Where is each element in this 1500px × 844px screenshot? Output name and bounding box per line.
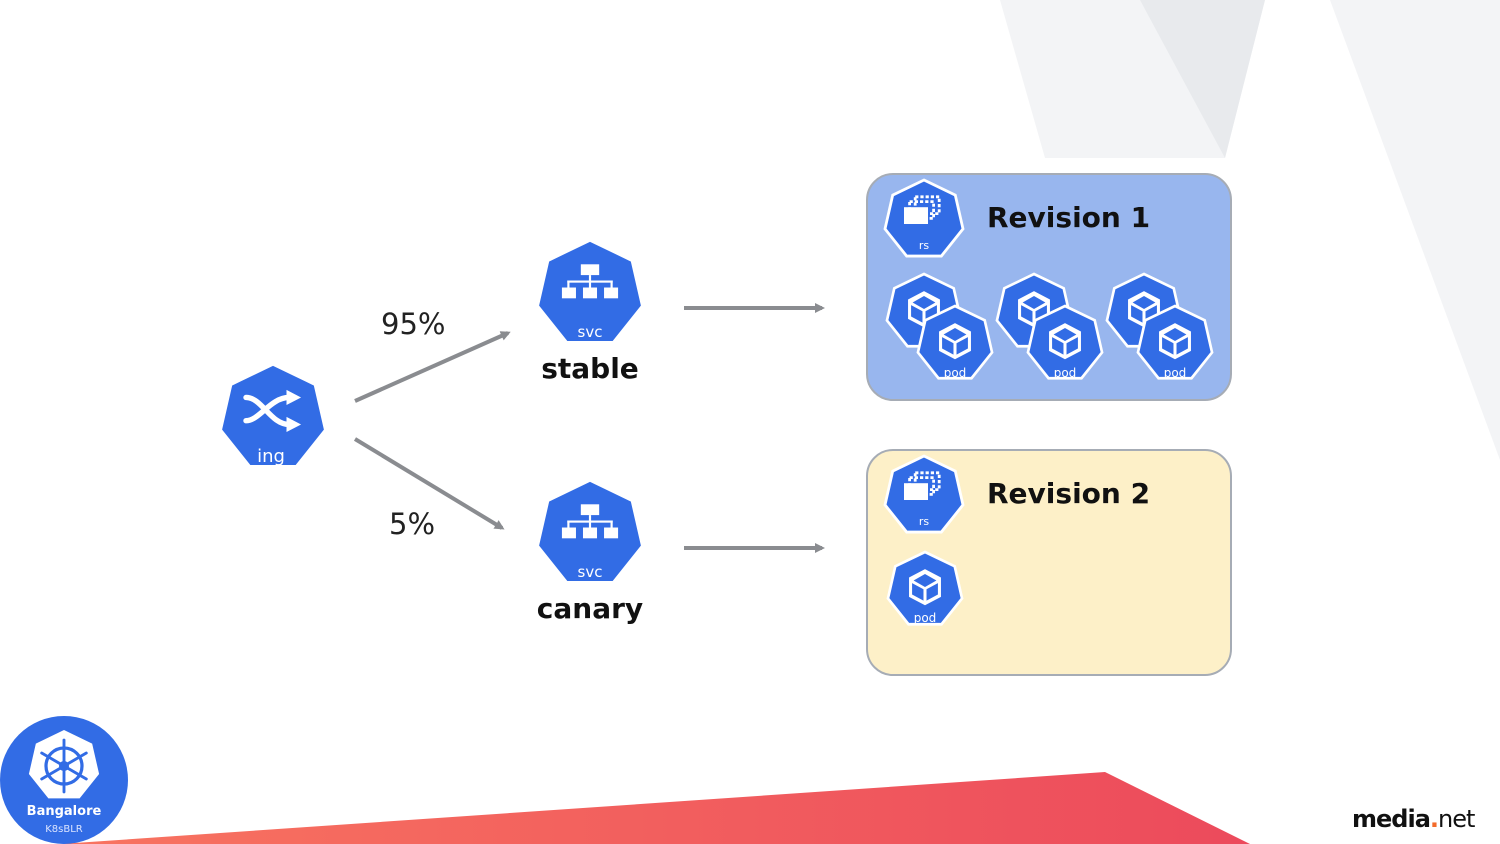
replicaset-1-icon [883, 178, 965, 258]
bg-shape-right [1330, 0, 1500, 460]
pod-label: pod [1054, 366, 1077, 380]
service-stable-icon [535, 238, 645, 345]
media-net-logo: media.net [1352, 805, 1475, 833]
replicaset-1-label: rs [919, 239, 930, 252]
pod-group-2: pod [995, 272, 1104, 380]
replicaset-2-label: rs [919, 515, 930, 528]
brand-part-2: net [1438, 805, 1475, 833]
pod-icon [1136, 304, 1214, 380]
service-stable-name: stable [541, 352, 639, 385]
helm-wheel-icon [28, 730, 100, 799]
ingress-icon [218, 362, 328, 469]
pod-label: pod [1164, 366, 1187, 380]
replicaset-2-icon [883, 454, 965, 534]
revision-2-title: Revision 2 [987, 477, 1151, 510]
badge-city: Bangalore [26, 804, 102, 819]
canary-traffic-percent: 5% [389, 507, 436, 541]
pod-icon [1026, 304, 1104, 380]
pod-icon [916, 304, 994, 380]
service-stable-icon-label: svc [578, 323, 603, 341]
brand-dot: . [1429, 805, 1439, 833]
service-canary-icon [535, 478, 645, 585]
ingress-icon-label: ing [257, 446, 285, 467]
pod-group-3: pod [1105, 272, 1214, 380]
service-canary-icon-label: svc [578, 563, 603, 581]
pod-label: pod [944, 366, 967, 380]
brand-part-1: media [1352, 805, 1431, 833]
badge-code: K8sBLR [45, 824, 83, 835]
stable-traffic-percent: 95% [381, 307, 446, 341]
pod-icon [886, 550, 964, 626]
pod-group-1: pod [885, 272, 994, 380]
service-canary-name: canary [536, 592, 644, 625]
pod-label: pod [914, 611, 937, 625]
arrow-ing-to-stable [354, 331, 511, 403]
arrow-ing-to-canary [353, 437, 505, 530]
pod-group-canary: pod [886, 550, 964, 626]
bg-red-stripe [60, 772, 1250, 844]
bg-shape-top-dark [1140, 0, 1265, 158]
revision-1-title: Revision 1 [987, 201, 1151, 234]
k8s-bangalore-badge [0, 716, 128, 844]
